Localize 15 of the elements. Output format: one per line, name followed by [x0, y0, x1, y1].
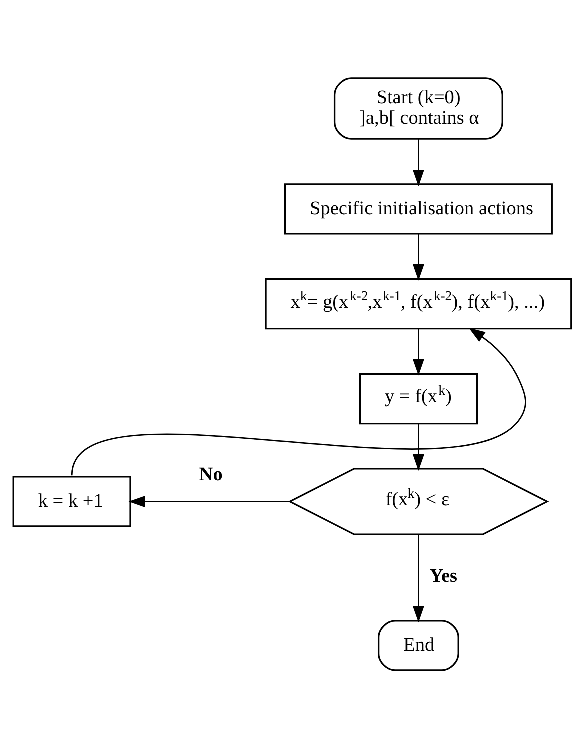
arrow — [412, 329, 424, 376]
node-box: Specific initialisation actions — [284, 184, 553, 235]
edge-label: Yes — [430, 566, 458, 588]
arrow — [128, 496, 290, 508]
arrow — [412, 234, 424, 281]
arrow — [412, 139, 424, 186]
node-box: End — [378, 620, 460, 672]
arrow — [412, 534, 424, 623]
node-box: y = f(x$^{k}$) — [359, 373, 478, 425]
edge-label: No — [199, 464, 223, 486]
arrow — [71, 328, 526, 476]
node-box: k = k +1 — [12, 476, 132, 528]
node-box: x$^{k}$= g(x$^{k-2}$,x$^{k-1}$, f(x$^{k-2}$), f(x$^{k-1}$), ...) — [265, 278, 572, 330]
arrow — [412, 424, 424, 471]
node-box: Start (k=0) ]a,b[ contains α — [334, 78, 504, 140]
